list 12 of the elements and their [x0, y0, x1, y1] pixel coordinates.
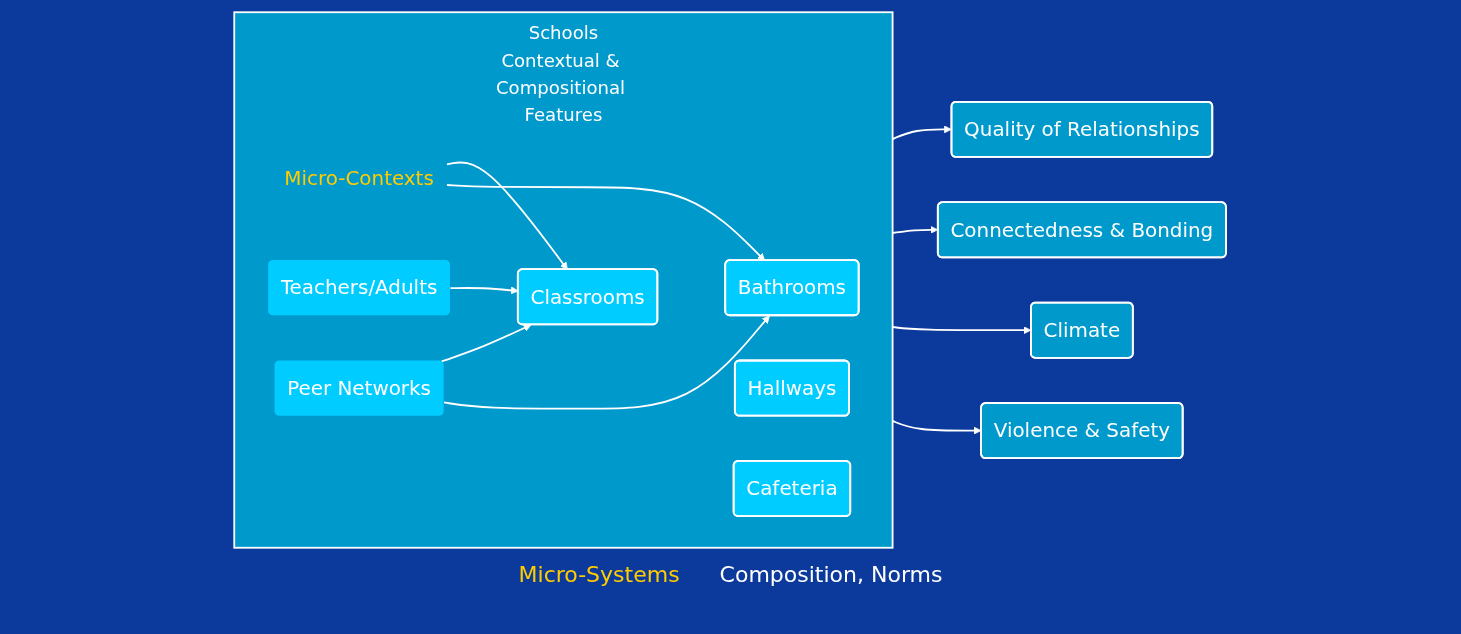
arrow [892, 326, 1032, 335]
arrow [446, 161, 569, 270]
arrow [446, 184, 766, 261]
arrow [892, 420, 982, 435]
arrow [441, 324, 532, 363]
node-box: Teachers/Adults [268, 260, 451, 316]
note-text: Micro-Systems [518, 562, 680, 587]
node-box: Peer Networks [274, 360, 444, 416]
note-text: Composition, Norms [719, 562, 943, 587]
node-text: Micro-Contexts [284, 166, 435, 190]
arrow [443, 315, 771, 410]
arrow [892, 225, 939, 234]
